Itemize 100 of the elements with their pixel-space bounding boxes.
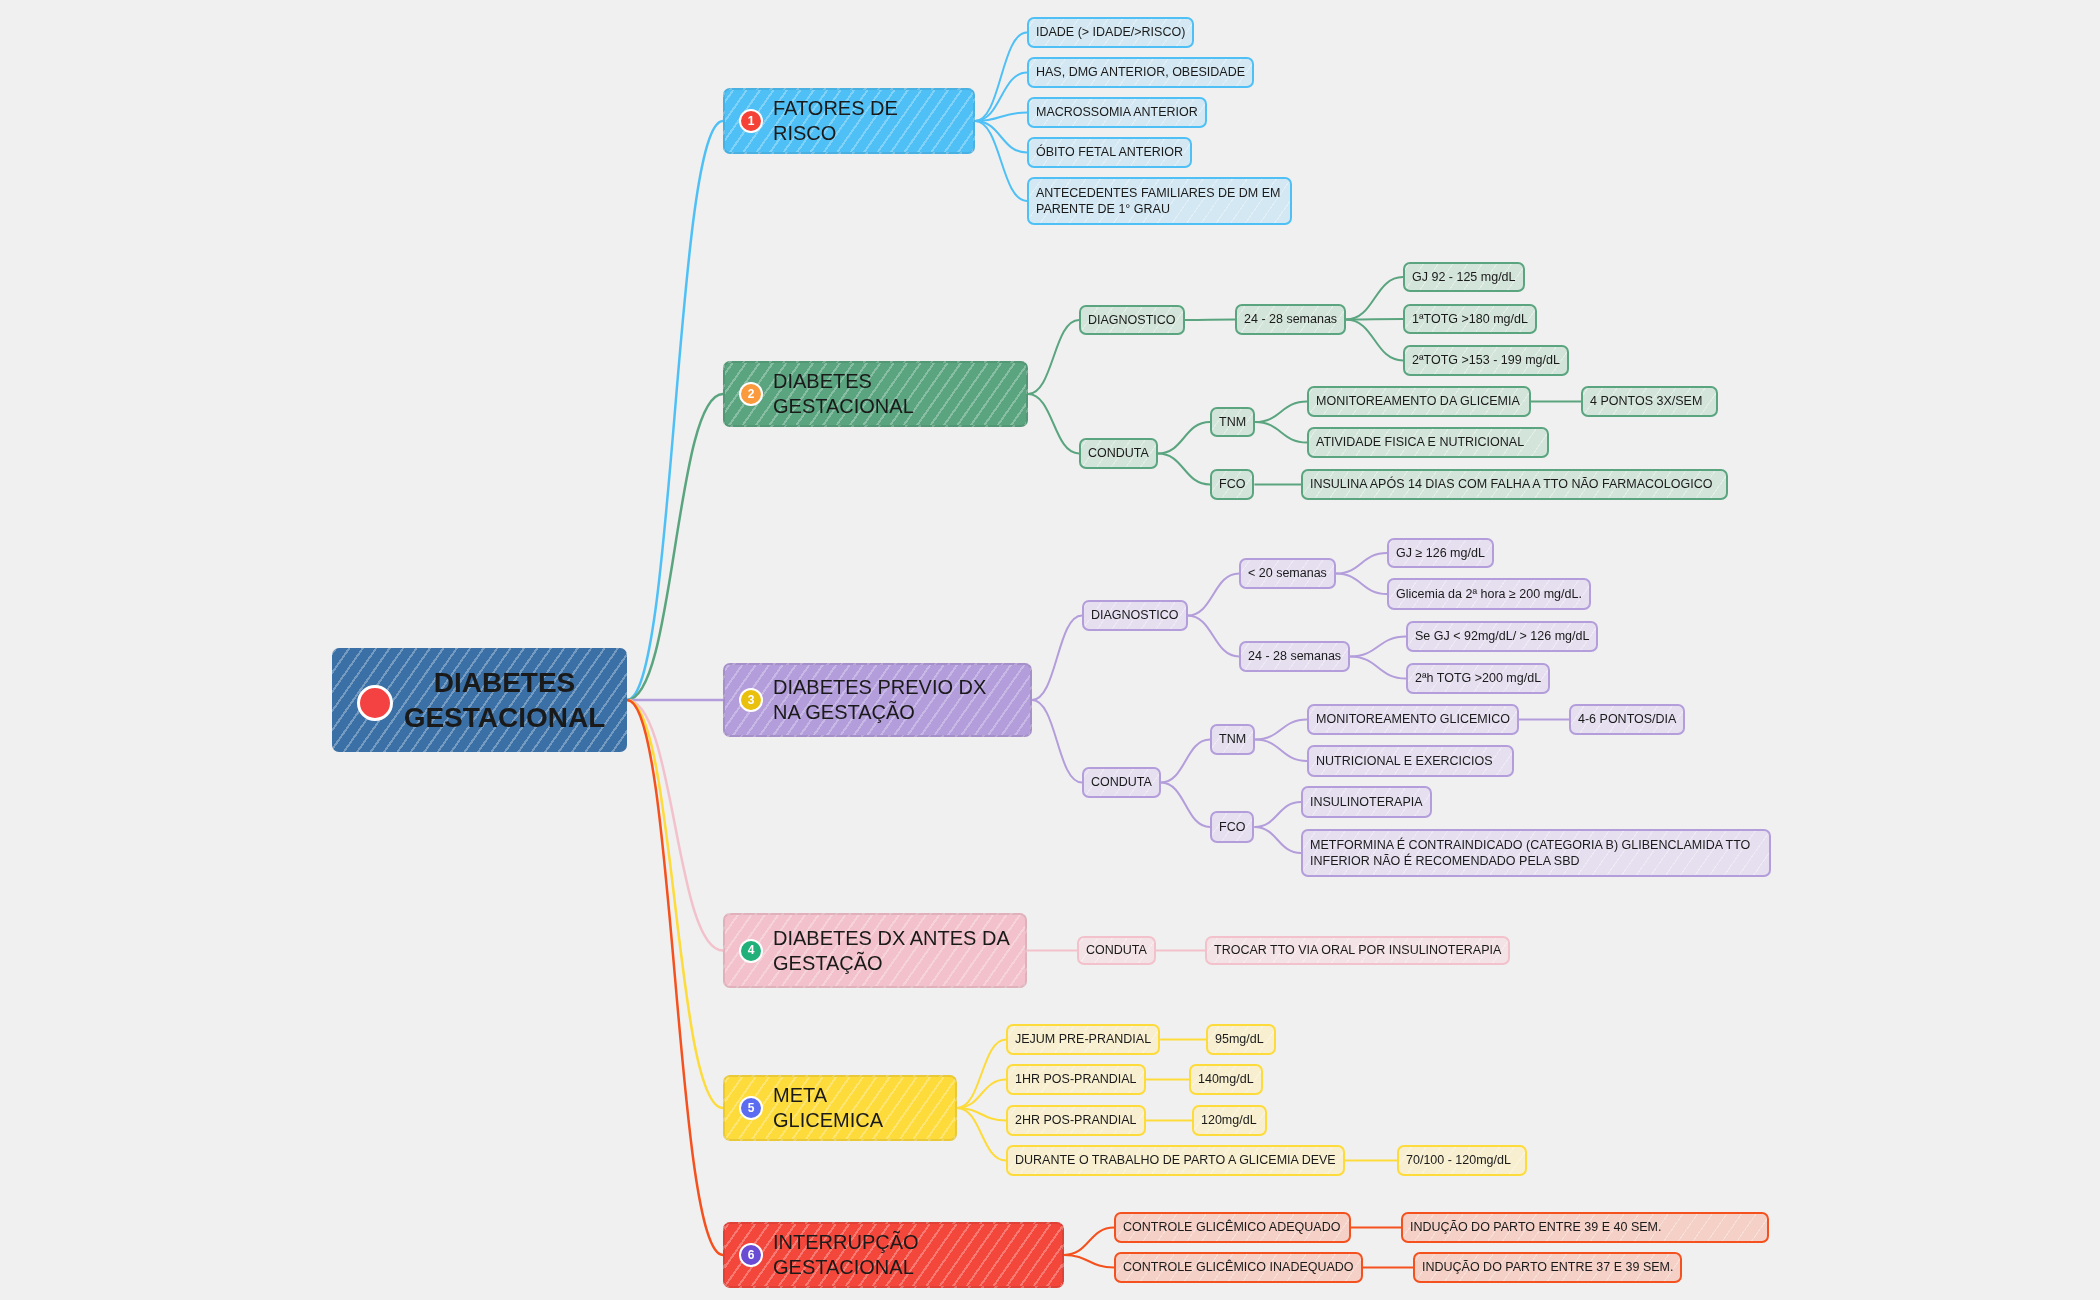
subtopic-box (1239, 558, 1336, 589)
subtopic-label: 24 - 28 semanas (1248, 648, 1342, 665)
subtopic-box (1403, 345, 1569, 376)
subtopic-box (1239, 641, 1351, 672)
connector-line (1343, 1159, 1398, 1162)
subtopic-label: 4-6 PONTOS/DIA (1578, 711, 1677, 728)
subtopic-label: ÓBITO FETAL ANTERIOR (1036, 144, 1183, 161)
number-badge: 3 (739, 688, 763, 712)
number-badge: 4 (739, 938, 763, 963)
subtopic-box (1077, 936, 1156, 965)
subtopic-label: JEJUM PRE-PRANDIAL (1015, 1031, 1152, 1048)
connector-line (1253, 483, 1302, 486)
subtopic-label: 70/100 - 120mg/dL (1406, 1152, 1511, 1169)
subtopic-label: METFORMINA É CONTRAINDICADO (CATEGORIA B) GLIBENCLAMIDA TTO INFERIOR NÃO É RECOMENDADO PELA SBD (1310, 836, 1752, 870)
subtopic-label: ATIVIDADE FISICA E NUTRICIONAL (1316, 434, 1525, 451)
subtopic-label: HAS, DMG ANTERIOR, OBESIDADE (1036, 64, 1246, 81)
subtopic-label: CONDUTA (1088, 445, 1149, 462)
subtopic-box (1192, 1105, 1267, 1136)
subtopic-label: CONTROLE GLICÊMICO INADEQUADO (1123, 1259, 1354, 1276)
subtopic-box (1079, 438, 1158, 469)
connector-line (1031, 699, 1083, 784)
subtopic-label: TROCAR TTO VIA ORAL POR INSULINOTERAPIA (1214, 942, 1502, 959)
connector-line (1334, 552, 1388, 575)
subtopic-label: 2ªTOTG >153 - 199 mg/dL (1412, 352, 1560, 369)
connector-line (1156, 452, 1211, 486)
subtopic-label: FCO (1219, 476, 1246, 493)
subtopic-box (1006, 1064, 1146, 1095)
subtopic-box (1397, 1145, 1527, 1176)
subtopic-box (1205, 936, 1511, 965)
subtopic-box (1307, 427, 1549, 458)
subtopic-box (1387, 538, 1494, 568)
subtopic-label: < 20 semanas (1248, 565, 1327, 582)
subtopic-box (1581, 386, 1718, 417)
subtopic-box (1027, 97, 1207, 128)
connector-line (1345, 318, 1404, 362)
subtopic-label: 2ªh TOTG >200 mg/dL (1415, 670, 1542, 687)
subtopic-label: 24 - 28 semanas (1244, 311, 1338, 328)
number-badge: 5 (739, 1096, 763, 1120)
subtopic-box (1406, 621, 1599, 652)
branch-topic-box (723, 1075, 957, 1141)
subtopic-box (1210, 469, 1255, 500)
subtopic-label: DIAGNOSTICO (1088, 311, 1176, 329)
connector-line (1026, 949, 1078, 952)
subtopic-box (1027, 137, 1192, 168)
subtopic-label: INSULINA APÓS 14 DIAS COM FALHA A TTO NÃO FARMACOLOGICO (1310, 476, 1713, 493)
subtopic-label: CONTROLE GLICÊMICO ADEQUADO (1123, 1219, 1341, 1236)
connector-line (1144, 1119, 1193, 1122)
connector-line (974, 120, 1028, 202)
number-badge: 1 (739, 109, 763, 133)
subtopic-box (1210, 407, 1256, 437)
subtopic-box (1027, 17, 1195, 48)
connector-line (1144, 1078, 1190, 1081)
connector-line (1530, 400, 1582, 403)
number-badge: 2 (739, 382, 763, 406)
subtopic-box (1403, 262, 1525, 292)
connector-line (1156, 421, 1211, 455)
subtopic-box (1210, 811, 1255, 843)
subtopic-box (1301, 469, 1728, 500)
subtopic-box (1401, 1212, 1769, 1243)
subtopic-label: 140mg/dL (1198, 1071, 1254, 1088)
subtopic-label: 120mg/dL (1201, 1112, 1257, 1129)
connector-line (1349, 655, 1407, 680)
subtopic-label: GJ 92 - 125 mg/dL (1412, 268, 1516, 286)
branch-topic-box (723, 361, 1028, 427)
subtopic-label: Se GJ < 92mg/dL/ > 126 mg/dL (1415, 628, 1590, 645)
subtopic-label: 1HR POS-PRANDIAL (1015, 1071, 1137, 1088)
subtopic-box (1206, 1024, 1276, 1055)
connector-line (1334, 572, 1388, 595)
subtopic-label: ANTECEDENTES FAMILIARES DE DM EM PARENTE DE 1° GRAU (1036, 184, 1282, 218)
subtopic-box (1235, 304, 1347, 335)
subtopic-box (1387, 578, 1591, 610)
connector-line (1159, 1038, 1207, 1041)
subtopic-box (1301, 829, 1771, 877)
subtopic-label: INDUÇÃO DO PARTO ENTRE 39 E 40 SEM. (1410, 1219, 1662, 1236)
subtopic-label: MACROSSOMIA ANTERIOR (1036, 104, 1198, 121)
connector-line (1183, 318, 1236, 321)
topic-label: DIABETES DX ANTES DA GESTAÇÃO (773, 925, 1011, 976)
subtopic-box (1301, 786, 1432, 818)
subtopic-label: 95mg/dL (1215, 1031, 1264, 1048)
subtopic-box (1406, 663, 1551, 694)
topic-label: DIABETES GESTACIONAL (402, 666, 607, 735)
subtopic-label: 1ªTOTG >180 mg/dL (1412, 310, 1528, 328)
branch-topic-box (723, 88, 975, 154)
connector-line (1186, 572, 1240, 617)
topic-label: META GLICEMICA (773, 1083, 885, 1133)
connector-line (1031, 614, 1083, 701)
subtopic-label: GJ ≥ 126 mg/dL (1396, 544, 1485, 562)
topic-label: DIABETES PREVIO DX NA GESTAÇÃO (773, 675, 988, 725)
branch-topic-box (723, 663, 1032, 737)
branch-topic-box (723, 913, 1027, 988)
subtopic-box (1413, 1252, 1683, 1283)
subtopic-label: MONITOREAMENTO DA GLICEMIA (1316, 393, 1520, 410)
connector-line (1350, 1226, 1402, 1229)
connector-line (1254, 738, 1308, 762)
subtopic-label: FCO (1219, 818, 1246, 836)
subtopic-label: NUTRICIONAL E EXERCICIOS (1316, 752, 1493, 770)
number-badge: 6 (739, 1243, 763, 1267)
connector-line (1159, 738, 1211, 784)
subtopic-box (1082, 767, 1161, 798)
subtopic-label: TNM (1219, 413, 1247, 431)
